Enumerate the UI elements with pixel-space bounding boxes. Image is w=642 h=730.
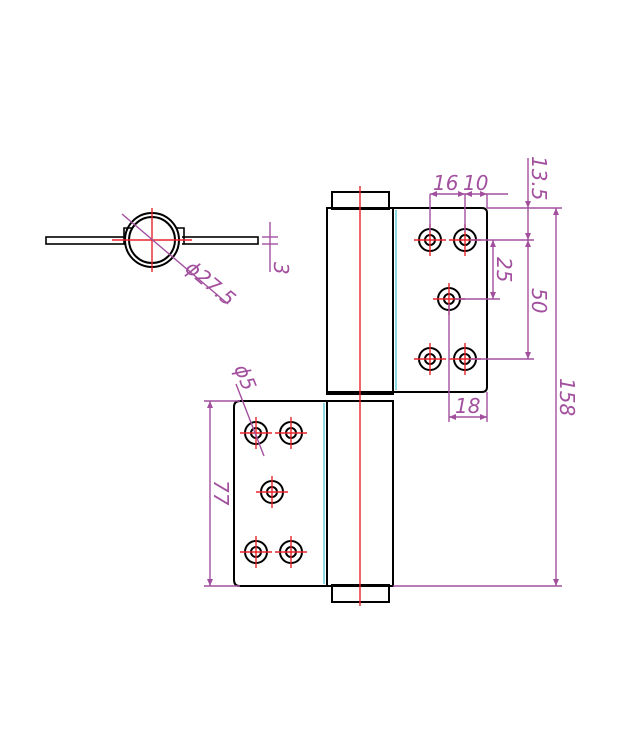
dim-10: 10 xyxy=(463,171,488,195)
screw-hole xyxy=(256,476,288,508)
dim-25: 25 xyxy=(492,257,516,282)
dim-13-5: 13.5 xyxy=(527,156,551,201)
screw-hole xyxy=(275,536,307,568)
dim-3: 3 xyxy=(269,262,293,275)
dimensions-right: 16 10 13.5 25 50 158 18 xyxy=(393,156,579,587)
dim-phi27-5: ϕ27.5 xyxy=(181,255,241,310)
screw-hole xyxy=(240,417,272,449)
dim-77: 77 xyxy=(209,480,233,506)
dim-18: 18 xyxy=(455,394,480,418)
dim-phi5: ϕ5 xyxy=(229,361,261,394)
screw-hole xyxy=(414,343,446,375)
phi5-leader xyxy=(235,383,265,457)
phi27-5-leader xyxy=(121,213,229,305)
knuckle-tab-left xyxy=(123,227,132,244)
leaf-right-upper xyxy=(393,207,488,393)
dim-158: 158 xyxy=(555,378,579,416)
dim-16: 16 xyxy=(433,171,458,195)
screw-hole xyxy=(240,536,272,568)
dim-50: 50 xyxy=(527,288,551,313)
hinge-top-view: ϕ27.5 3 xyxy=(45,208,293,311)
screw-hole xyxy=(275,417,307,449)
knuckle-tab-right xyxy=(176,227,185,244)
